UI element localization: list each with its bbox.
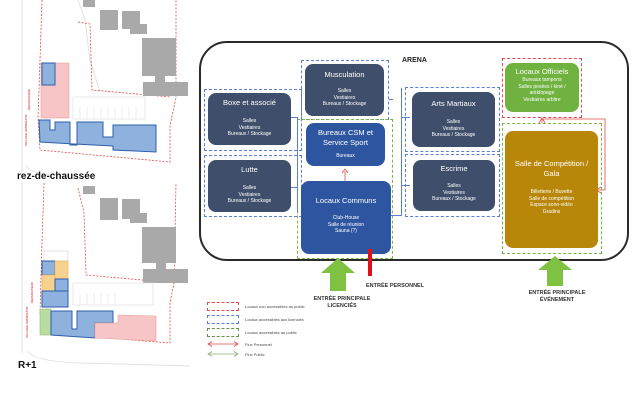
connector-left-vertical <box>297 117 298 212</box>
box-musculation-line: Bureaux / Stockage <box>322 101 367 107</box>
box-locaux-communs-title: Locaux Communs <box>315 196 377 205</box>
entry-label-personnel: ENTRÉE PERSONNEL <box>366 283 425 289</box>
box-escrime: Escrime Salles Vestiaires Bureaux / Stoc… <box>413 160 495 211</box>
entry-bar-personnel <box>368 249 372 276</box>
connector-musculation <box>389 99 393 100</box>
box-arts-martiaux-line: Salles <box>446 119 461 125</box>
box-lutte-line: Vestiaires <box>238 191 261 198</box>
legend-label: Flux Personnel <box>245 341 272 347</box>
entry-label-evenement: ENTRÉE PRINCIPALE ÉVÉNEMENT <box>528 290 586 303</box>
box-escrime-title: Escrime <box>440 164 468 173</box>
legend-label: Locaux non accessibles au public <box>245 304 305 309</box>
floor-plan-ground: RECURATEUR VILLAGE ASSOCIATIF <box>21 0 188 175</box>
box-salle-competition-line: Espace sono-vidéo <box>530 202 573 208</box>
box-lutte-line: Salles <box>242 185 257 191</box>
connector-arts <box>401 117 410 118</box>
box-bureaux-csm-title: Bureaux CSM et Service Sport <box>317 128 374 147</box>
legend-label: Flux Public <box>245 351 265 357</box>
street-label-recurateur: RECURATEUR <box>27 88 31 110</box>
connector-lutte <box>291 187 298 188</box>
floor-plan-first: RECURATEUR VILLAGE ASSOCIATIF <box>21 183 190 367</box>
box-bureaux-csm: Bureaux CSM et Service Sport Bureaux <box>306 123 385 166</box>
entry-arrow-licencies-icon <box>321 258 355 291</box>
box-locaux-officiels: Locaux Officiels Bureaux tampons Salles … <box>505 63 579 112</box>
street-label-village: VILLAGE ASSOCIATIF <box>24 114 28 146</box>
zone-arts-martiaux <box>405 87 500 152</box>
connector-boxe <box>291 117 298 118</box>
entry-arrow-evenement-icon <box>538 256 572 286</box>
box-salle-competition-line: Salle de compétition <box>528 195 575 202</box>
box-locaux-officiels-line: antidopage <box>529 90 555 96</box>
box-salle-competition-line: Billetterie / Buvette <box>530 189 573 195</box>
legend-swatch-blue <box>207 315 239 324</box>
connector-bottom <box>389 215 402 216</box>
box-arts-martiaux: Arts Martiaux Salles Vestiaires Bureaux … <box>412 92 495 147</box>
level-label-first: R+1 <box>18 360 37 371</box>
box-musculation-line: Salles <box>337 88 352 94</box>
box-arts-martiaux-title: Arts Martiaux <box>431 99 476 108</box>
box-boxe-line: Vestiaires <box>238 124 261 131</box>
box-lutte-line: Bureaux / Stockage <box>227 198 272 204</box>
box-boxe: Boxe et associé Salles Vestiaires Bureau… <box>208 93 291 145</box>
box-locaux-communs-line: Sauna (?) <box>335 228 357 234</box>
arena-title: ARENA <box>402 57 427 64</box>
legend-item-non-public: Locaux non accessibles au public <box>207 302 305 311</box>
level-label-ground: rez-de-chaussée <box>17 171 96 182</box>
box-musculation: Musculation Salles Vestiaires Bureaux / … <box>305 64 384 116</box>
box-lutte-title: Lutte <box>241 165 258 174</box>
box-bureaux-csm-line: Bureaux <box>336 153 355 159</box>
box-arts-martiaux-line: Bureaux / Stockage <box>431 132 476 138</box>
box-salle-competition: Salle de Compétition / Gala Billetterie … <box>505 131 598 248</box>
arena-outline <box>199 41 629 261</box>
box-locaux-communs-line: Club-House <box>332 215 360 221</box>
box-locaux-officiels-line: Vestiaires arbitre <box>523 96 561 103</box>
box-salle-competition-title: Salle de Compétition / Gala <box>514 159 589 178</box>
box-boxe-title: Boxe et associé <box>223 98 276 107</box>
double-arrow-red-icon <box>207 341 239 347</box>
box-arts-martiaux-line: Vestiaires <box>442 125 465 132</box>
box-escrime-line: Vestiaires <box>443 189 465 196</box>
legend-item-flux-public: Flux Public <box>207 351 265 357</box>
box-salle-competition-line: Gradins <box>542 208 561 215</box>
legend-item-flux-personnel: Flux Personnel <box>207 341 272 347</box>
box-musculation-title: Musculation <box>324 70 365 79</box>
box-locaux-officiels-line: Bureaux tampons <box>522 77 562 83</box>
double-arrow-green-icon <box>207 351 239 357</box>
box-boxe-line: Salles <box>242 118 257 124</box>
box-escrime-line: Salles <box>447 183 461 189</box>
legend-label: Locaux accessibles au public <box>245 330 297 335</box>
box-locaux-communs-line: Salle de réunion <box>327 221 365 228</box>
box-locaux-officiels-line: Salles pesées / kiné / <box>518 83 566 90</box>
street-label-recurateur-r1: RECURATEUR <box>30 281 34 303</box>
box-locaux-communs: Locaux Communs Club-House Salle de réuni… <box>301 181 391 254</box>
legend-item-public: Locaux accessibles au public <box>207 328 297 337</box>
legend-item-licencies: Locaux accessibles aux licenciés <box>207 315 304 324</box>
connector-right-vertical <box>401 88 402 215</box>
legend-label: Locaux accessibles aux licenciés <box>245 317 304 322</box>
street-label-village-r1: VILLAGE ASSOCIATIF <box>25 306 29 338</box>
box-boxe-line: Bureaux / Stockage <box>227 131 272 137</box>
zone-boxe <box>204 89 302 151</box>
box-locaux-officiels-title: Locaux Officiels <box>515 67 569 76</box>
entry-label-licencies: ENTRÉE PRINCIPALE LICENCIÉS <box>313 296 371 309</box>
legend-swatch-red <box>207 302 239 311</box>
box-musculation-line: Vestiaires <box>333 94 356 101</box>
zone-salle-competition <box>502 123 602 254</box>
box-escrime-line: Bureaux / Stockage <box>432 196 476 202</box>
connector-escrime <box>401 185 410 186</box>
legend-swatch-green <box>207 328 239 337</box>
box-lutte: Lutte Salles Vestiaires Bureaux / Stocka… <box>208 160 291 212</box>
